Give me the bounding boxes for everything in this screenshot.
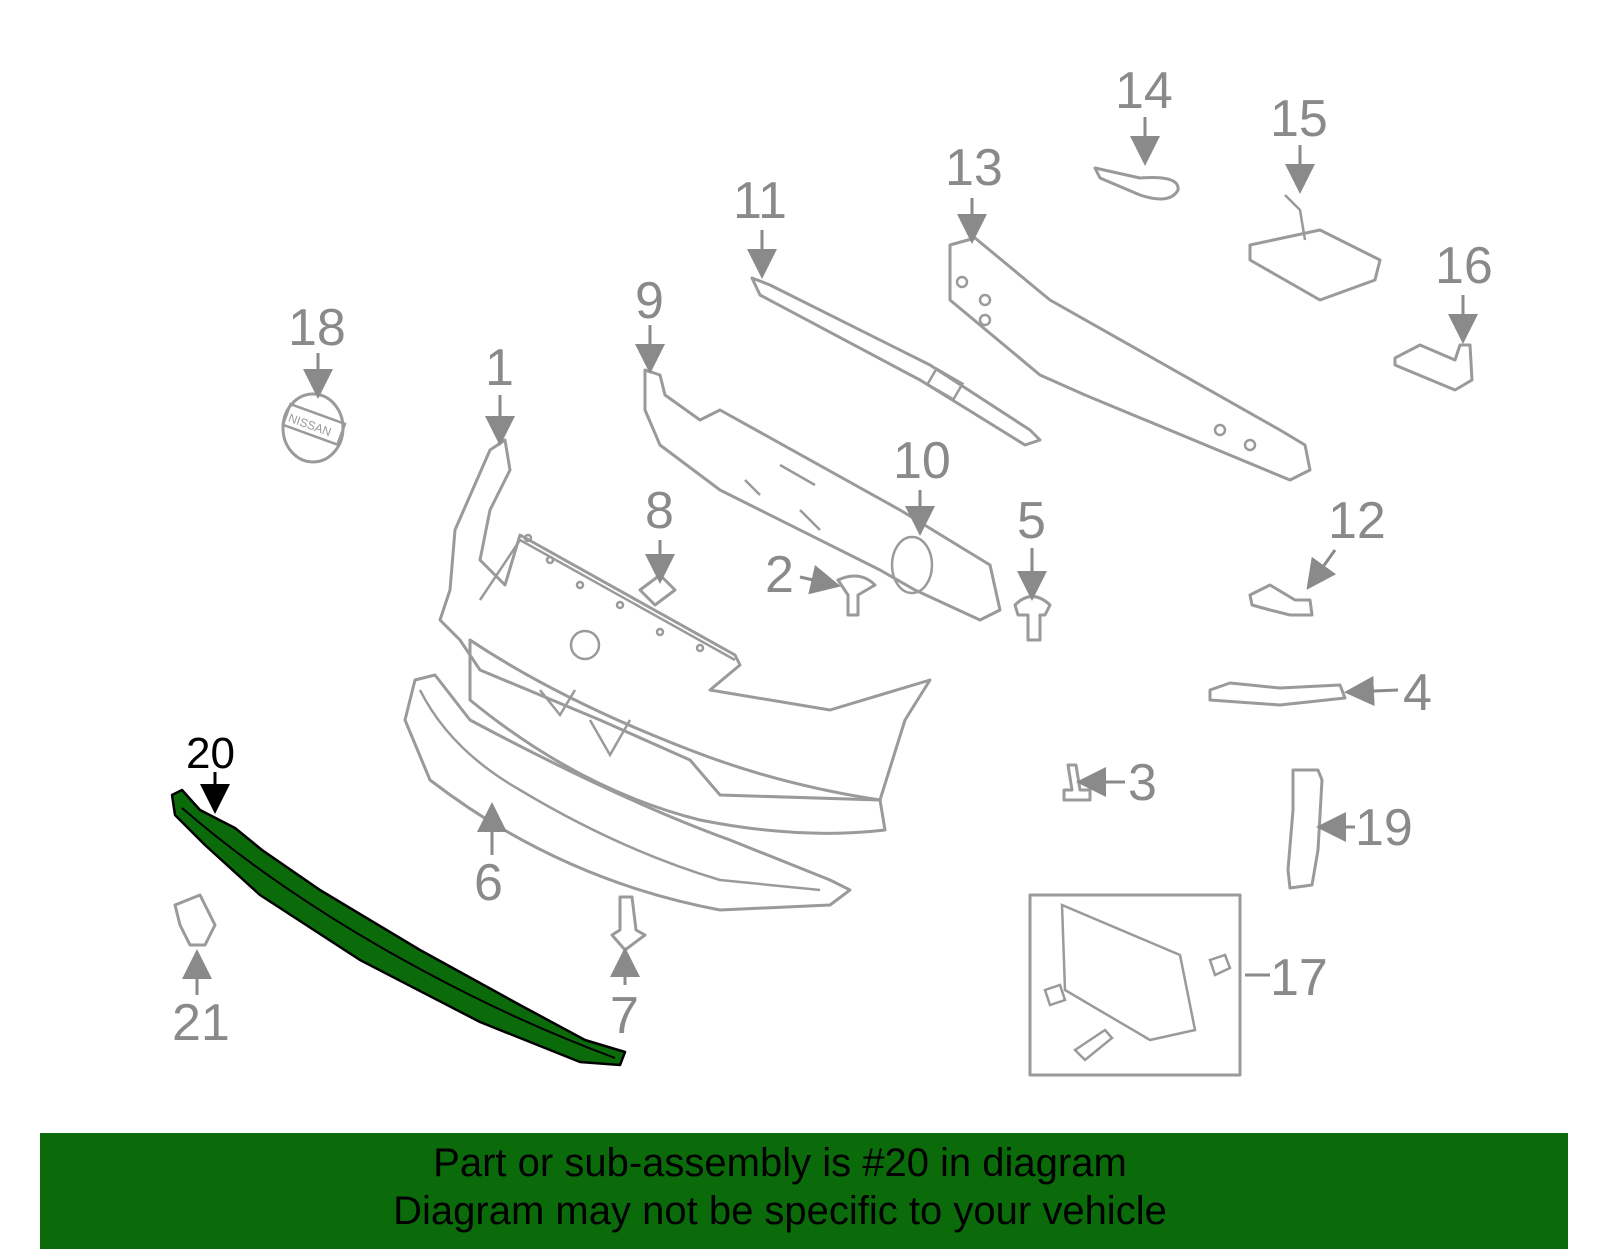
callout-2: 2 [765, 546, 794, 604]
bumper-reinforcement [948, 236, 1312, 482]
callout-14: 14 [1115, 62, 1173, 120]
callout-7: 7 [610, 987, 639, 1045]
clip-21 [173, 893, 217, 947]
callout-8: 8 [645, 482, 674, 540]
banner-line-2: Diagram may not be specific to your vehi… [393, 1189, 1167, 1233]
push-rivet-2 [836, 574, 877, 617]
callout-21: 21 [172, 994, 230, 1052]
banner-line-1: Part or sub-assembly is #20 in diagram [433, 1141, 1127, 1185]
callout-19: 19 [1355, 799, 1413, 857]
nissan-emblem: NISSAN [281, 392, 347, 464]
bracket-kit-17 [1028, 893, 1242, 1077]
callout-17: 17 [1270, 949, 1328, 1007]
bracket-4 [1208, 681, 1347, 707]
callout-18: 18 [288, 299, 346, 357]
callout-15: 15 [1270, 90, 1328, 148]
callout-9: 9 [635, 272, 664, 330]
callout-6: 6 [474, 854, 503, 912]
mounting-plate [1248, 194, 1382, 302]
clip-8 [638, 573, 677, 607]
callout-4: 4 [1403, 664, 1432, 722]
callout-1: 1 [485, 339, 514, 397]
side-bracket-19 [1286, 768, 1324, 890]
bracket [1393, 343, 1474, 392]
callout-11: 11 [733, 172, 787, 230]
callout-5: 5 [1017, 492, 1046, 550]
support-rod [750, 276, 1042, 447]
bracket-12 [1248, 583, 1314, 617]
info-banner: Part or sub-assembly is #20 in diagram D… [40, 1133, 1568, 1249]
band-clamp [1093, 166, 1180, 201]
part-20-highlighted [170, 788, 627, 1067]
lower-spoiler [403, 673, 852, 912]
screw-7 [610, 895, 647, 952]
clip-wire [890, 535, 934, 595]
push-rivet-5 [1013, 595, 1052, 642]
callout-13: 13 [945, 139, 1003, 197]
callout-10: 10 [893, 432, 951, 490]
callout-12: 12 [1328, 492, 1386, 550]
energy-absorber [643, 368, 1002, 622]
callout-3: 3 [1128, 754, 1157, 812]
callout-16: 16 [1435, 237, 1493, 295]
bumper-cover [438, 438, 932, 835]
callout-20: 20 [186, 729, 235, 778]
